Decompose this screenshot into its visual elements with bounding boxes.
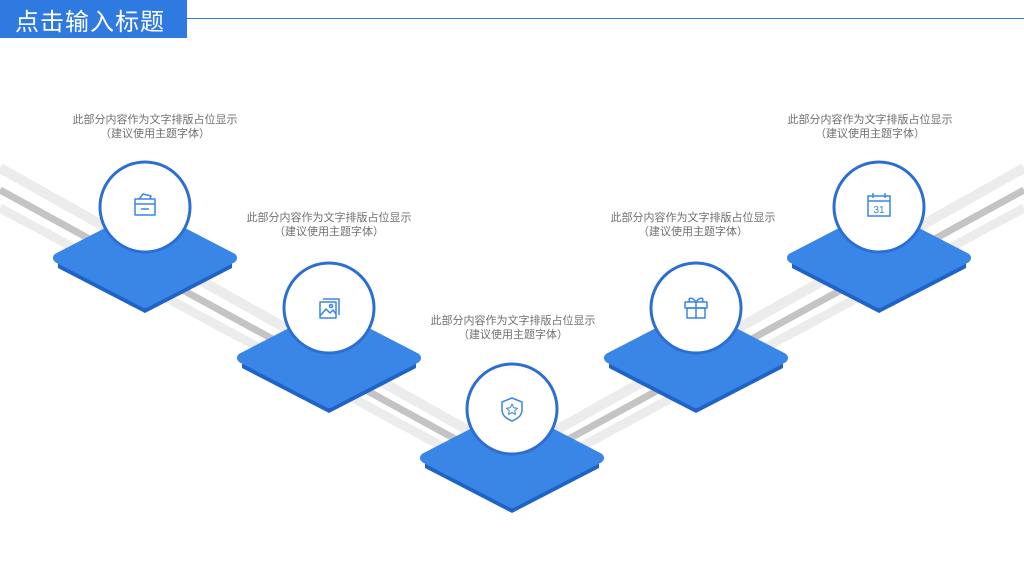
step-3-caption-line1: 此部分内容作为文字排版占位显示 [430,314,596,327]
step-3-node [420,362,604,513]
step-4-caption-line2: （建议使用主题字体） [638,225,748,238]
archive-box-icon [134,193,156,216]
gift-icon [684,297,708,319]
step-3-caption-line2: （建议使用主题字体） [458,328,568,341]
step-2-caption: 此部分内容作为文字排版占位显示 （建议使用主题字体） [219,211,439,239]
step-1-caption-line2: （建议使用主题字体） [100,127,210,140]
step-1-node [53,160,237,313]
step-2-caption-line2: （建议使用主题字体） [274,225,384,238]
step-5-caption-line1: 此部分内容作为文字排版占位显示 [787,113,953,126]
step-2-node [237,261,421,413]
calendar-day: 31 [873,205,885,216]
step-1-caption: 此部分内容作为文字排版占位显示 （建议使用主题字体） [45,113,265,141]
step-1-circle [98,160,192,254]
title-banner: 点击输入标题 [0,0,187,38]
step-4-node [604,261,788,413]
step-3-caption: 此部分内容作为文字排版占位显示 （建议使用主题字体） [403,314,623,342]
step-3-circle [465,362,559,456]
step-2-caption-line1: 此部分内容作为文字排版占位显示 [246,211,412,224]
step-4-caption: 此部分内容作为文字排版占位显示 （建议使用主题字体） [583,211,803,239]
shield-star-icon [501,397,523,422]
step-5-node: 31 [787,160,971,313]
step-5-caption: 此部分内容作为文字排版占位显示 （建议使用主题字体） [760,113,980,141]
step-4-caption-line1: 此部分内容作为文字排版占位显示 [610,211,776,224]
step-5-caption-line2: （建议使用主题字体） [815,127,925,140]
title-divider [187,18,1024,19]
step-2-circle [282,261,376,355]
calendar-icon: 31 [867,193,891,217]
image-gallery-icon [319,298,340,319]
page-title[interactable]: 点击输入标题 [15,7,165,36]
step-5-circle [832,160,926,254]
step-1-caption-line1: 此部分内容作为文字排版占位显示 [72,113,238,126]
